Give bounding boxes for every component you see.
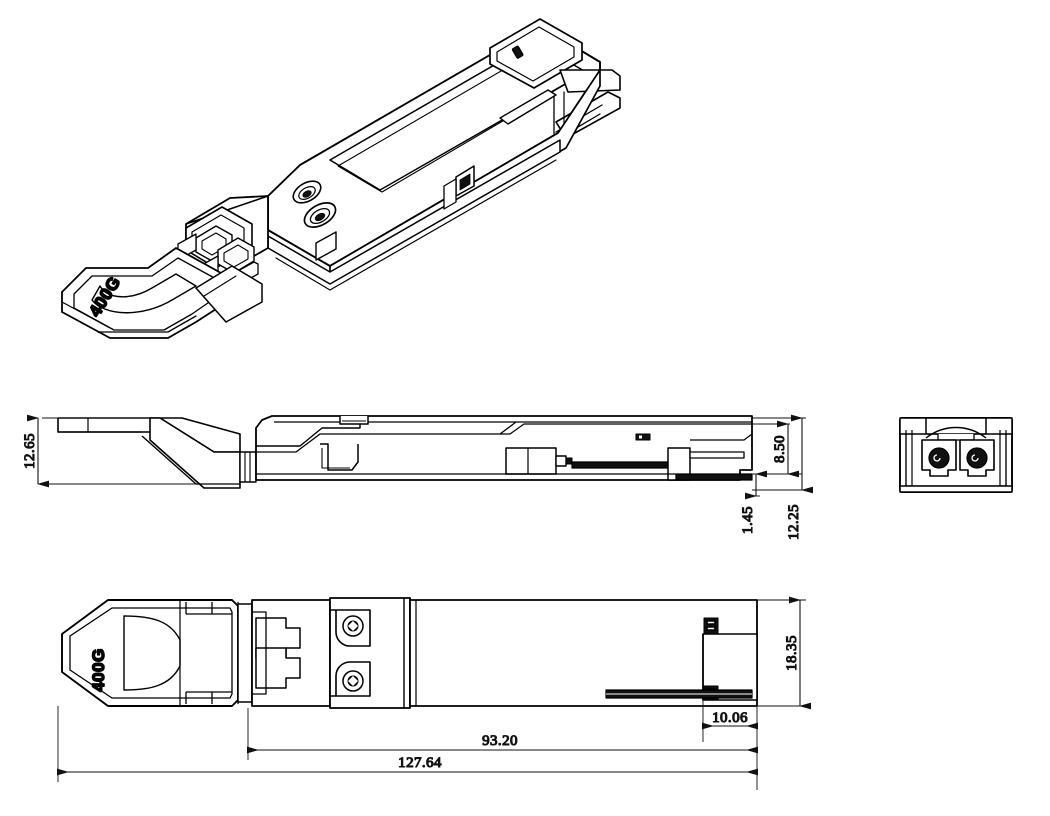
dim-127.64-label: 127.64: [398, 755, 442, 771]
side-rear-shoulder: [690, 433, 753, 441]
side-view-dimensions: 12.65 8.50 1.45 12.25: [21, 414, 813, 540]
side-rear-edge-blade: [675, 473, 753, 481]
side-neck-slats: [244, 452, 251, 482]
bottom-tab-link: [237, 603, 253, 703]
dim-8.50-label: 8.50: [772, 435, 788, 463]
bottom-tab-ribs-h: [186, 613, 232, 693]
iso-pull-tab: [61, 247, 263, 339]
side-body-chamfer: [256, 424, 361, 447]
iso-screw-rear: [292, 180, 322, 204]
iso-lower-rail-edge: [275, 159, 557, 291]
iso-screw-front: [303, 202, 337, 228]
end-bottom-band: [899, 485, 1013, 493]
iso-rear-block-inner: [496, 26, 575, 82]
side-view: [57, 415, 753, 489]
end-port-left: [921, 439, 957, 477]
side-body-upper-face: [500, 423, 752, 435]
end-ferrule-left-mark: [933, 454, 941, 462]
bottom-screw-lower: [329, 661, 371, 697]
bottom-view-dimensions: 18.35 10.06 93.20 127.64: [57, 596, 811, 790]
bottom-view: 400G: [61, 597, 758, 709]
dim-12.65-label: 12.65: [22, 433, 38, 469]
dim-18.35-label: 18.35: [784, 635, 800, 671]
iso-latch-detail: [459, 173, 471, 191]
end-ferrule-right-mark: [971, 454, 979, 462]
side-tab-bend-body: [149, 417, 241, 489]
side-body-chamfer-2: [256, 421, 517, 453]
dim-10.06-label: 10.06: [712, 710, 748, 726]
end-top-band: [899, 417, 1013, 435]
side-internal-module: [505, 447, 557, 475]
isometric-view: 400G: [61, 18, 621, 339]
iso-rear-slot: [499, 89, 557, 125]
dim-1.45-label: 1.45: [740, 506, 756, 534]
bottom-screw-upper: [329, 609, 371, 647]
side-latch-post: [320, 443, 359, 471]
end-ferrule-right: [966, 447, 988, 469]
iso-rear-rail-top: [559, 69, 621, 93]
side-module-pin: [565, 457, 573, 465]
end-ferrule-left: [928, 447, 950, 469]
side-top-key: [635, 433, 651, 441]
bottom-400g-badge: 400G: [89, 648, 108, 692]
dim-93.20-label: 93.20: [482, 733, 518, 749]
dim-18.35-ext: [757, 599, 806, 707]
dim-12.65-ext: [42, 417, 196, 485]
bottom-port-wall: [252, 611, 267, 695]
side-tab-bend-line: [141, 435, 197, 485]
iso-lc-ports: [177, 206, 259, 285]
iso-latch-base: [443, 178, 457, 210]
end-top-band-divs: [925, 418, 987, 434]
end-port-right: [959, 439, 995, 477]
side-latch-post-inner: [321, 448, 350, 469]
side-neck: [239, 451, 257, 483]
side-tab-arm-top: [57, 417, 161, 433]
bottom-key-upper: [703, 617, 719, 635]
dim-12.25-ext: [752, 417, 806, 491]
end-view: [899, 417, 1013, 493]
side-module-stub: [555, 455, 567, 467]
iso-rear-block: [489, 18, 583, 89]
side-top-key-hole: [639, 435, 642, 439]
end-left-rails: [905, 430, 913, 486]
side-top-notch: [339, 416, 369, 425]
dim-12.25-label: 12.25: [786, 504, 802, 540]
iso-flange-cutout: [315, 231, 337, 261]
end-right-rails: [999, 430, 1007, 486]
side-rear-latch-arm: [689, 451, 745, 459]
iso-rear-keyhole: [511, 45, 524, 59]
